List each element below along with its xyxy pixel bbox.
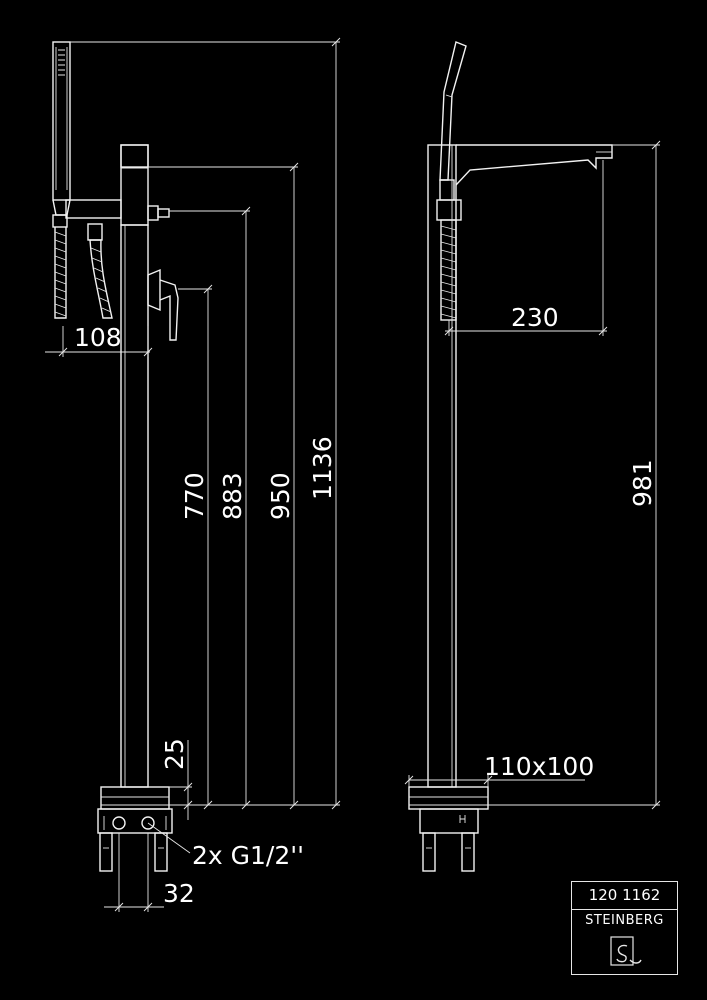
front-base <box>97 786 173 872</box>
side-dimension-lines <box>404 140 661 810</box>
side-hand-shower <box>436 41 467 321</box>
hand-shower <box>52 41 71 228</box>
front-view <box>45 37 341 912</box>
dim-height-883: 883 <box>218 472 247 520</box>
shower-holder <box>65 199 122 219</box>
side-base <box>408 786 489 872</box>
dim-height-950: 950 <box>266 472 295 520</box>
dim-height-981: 981 <box>628 459 657 507</box>
title-stamp: 120 1162 STEINBERG <box>571 881 678 975</box>
dim-height-1136: 1136 <box>308 436 337 500</box>
product-code: 120 1162 <box>572 882 677 910</box>
side-column <box>427 144 613 788</box>
mixer-column <box>120 144 179 788</box>
dim-base-size: 110x100 <box>484 752 594 781</box>
front-dimension-lines <box>45 37 341 912</box>
dim-height-770: 770 <box>180 472 209 520</box>
dim-width-32: 32 <box>163 879 195 908</box>
side-view <box>404 41 661 872</box>
dim-connection: 2x G1/2'' <box>192 841 304 870</box>
dim-spout-230: 230 <box>511 303 559 332</box>
steinberg-logo-icon <box>610 936 642 966</box>
dim-base-25: 25 <box>160 738 189 770</box>
brand-name: STEINBERG <box>585 913 664 928</box>
dim-width-108: 108 <box>74 323 122 352</box>
shower-hose <box>54 223 113 319</box>
